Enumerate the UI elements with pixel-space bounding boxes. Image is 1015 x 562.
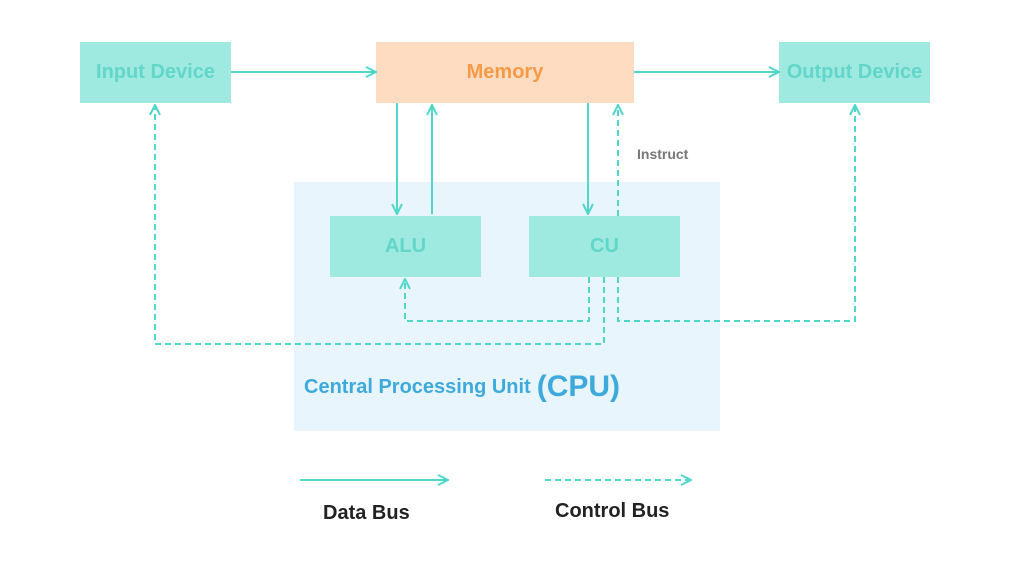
instruct-label: Instruct bbox=[637, 146, 689, 162]
memory-box: Memory bbox=[376, 42, 634, 103]
control-bus-cu-to-output bbox=[617, 105, 855, 322]
memory-label: Memory bbox=[466, 61, 544, 83]
control-bus-cu-to-alu bbox=[405, 277, 590, 322]
legend-control-bus-label: Control Bus bbox=[555, 500, 670, 522]
output-device-label: Output Device bbox=[786, 61, 923, 83]
legend-data-bus-label: Data Bus bbox=[323, 502, 410, 524]
cu-label: CU bbox=[590, 235, 619, 257]
input-device-box: Input Device bbox=[80, 42, 231, 103]
cu-box: CU bbox=[529, 216, 680, 277]
alu-label: ALU bbox=[384, 235, 427, 257]
cpu-label-text: Central Processing Unit bbox=[304, 375, 531, 398]
cpu-label-abbr: (CPU) bbox=[536, 370, 621, 403]
cpu-label: Central Processing Unit (CPU) bbox=[304, 370, 620, 404]
control-bus-cu-to-input bbox=[155, 105, 605, 345]
input-device-label: Input Device bbox=[96, 61, 215, 83]
alu-box: ALU bbox=[330, 216, 481, 277]
output-device-box: Output Device bbox=[779, 42, 930, 103]
